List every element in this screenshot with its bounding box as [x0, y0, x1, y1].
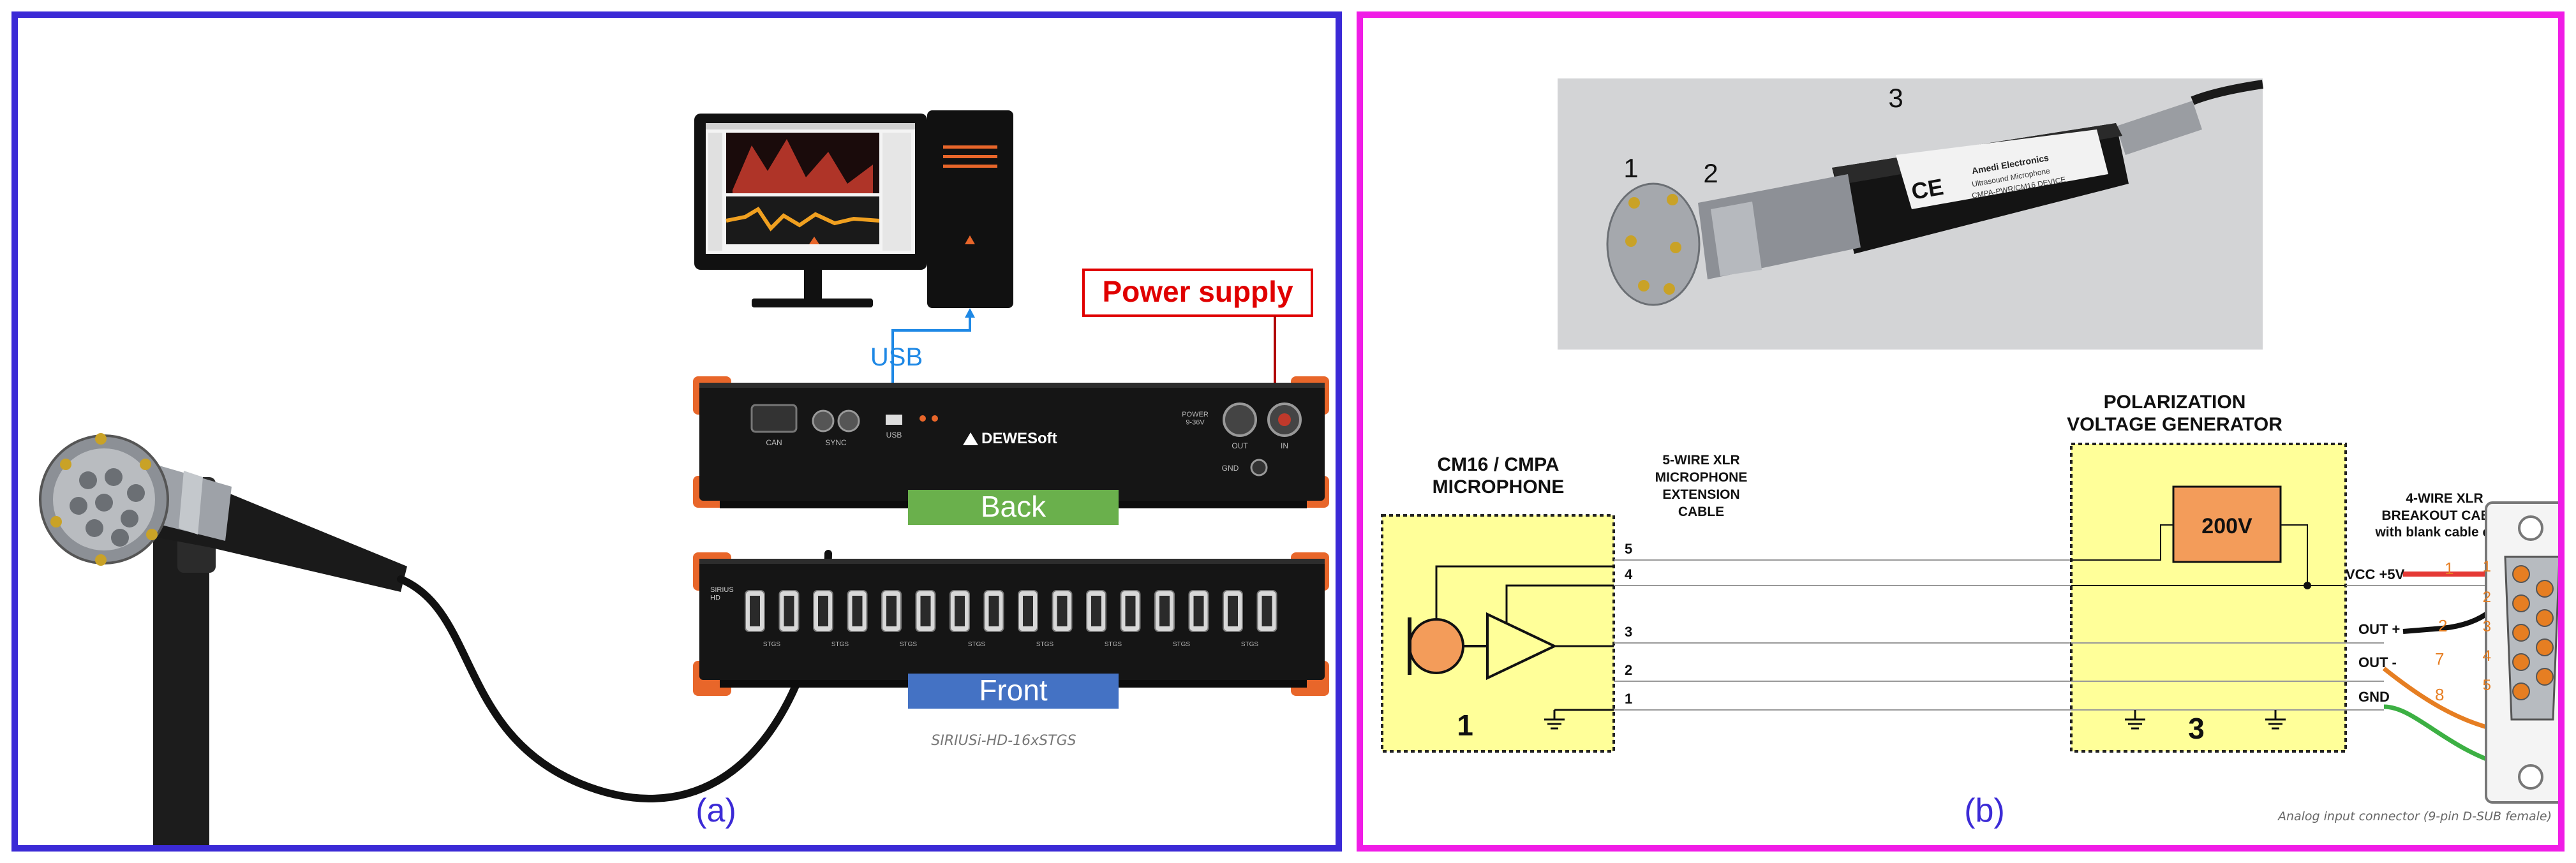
- front-channel-socket: [955, 596, 965, 626]
- signal-outp-name: OUT +: [2358, 621, 2400, 637]
- daq-front-panel: STGS STGS STGS STGS STGS STGS STGS STGS: [693, 552, 1329, 696]
- wire-number-1: 1: [1625, 691, 1632, 707]
- front-channel-label: STGS: [900, 641, 918, 648]
- front-channel-socket: [818, 596, 828, 626]
- dsub-connector: [2485, 501, 2576, 804]
- device-brand: DEWESoft: [981, 430, 1057, 447]
- signal-outn-pin: 7: [2435, 649, 2444, 668]
- front-label: Front: [979, 674, 1048, 707]
- signal-gnd-name: GND: [2358, 689, 2390, 705]
- front-channel-socket: [1193, 596, 1204, 626]
- signal-outp-pin: 2: [2438, 616, 2447, 635]
- generator-voltage: 200V: [2201, 514, 2252, 538]
- front-channel-label: STGS: [968, 641, 986, 648]
- microphone-block: [1381, 514, 1615, 753]
- breakout-cable-line3: with blank cable ends: [2374, 525, 2513, 540]
- extension-wires: [1614, 559, 2071, 711]
- signal-vcc-pin: 1: [2445, 559, 2453, 578]
- back-port-can: CAN: [766, 438, 782, 447]
- front-label-box: [908, 674, 1119, 709]
- microphone-illustration: [39, 433, 407, 592]
- front-channel-socket: [750, 596, 760, 626]
- back-label-box: [908, 490, 1119, 525]
- panel-b-label: (b): [1964, 792, 2005, 829]
- front-channel-socket: [784, 596, 794, 626]
- panel-b: 1 2 3 CE Amedi Electronics Ultrasound Mi…: [1357, 11, 2576, 852]
- wire-number-3: 3: [1625, 624, 1632, 640]
- wire-number-5: 5: [1625, 541, 1632, 557]
- signal-vcc-name: VCC +5V: [2346, 566, 2405, 582]
- front-channel-socket: [1057, 596, 1068, 626]
- front-channel-label: STGS: [763, 641, 781, 648]
- generator-number: 3: [2188, 712, 2205, 745]
- generator-block: [2070, 443, 2347, 753]
- dsub-pin-1: 1: [2483, 558, 2491, 575]
- microphone-title-line1: CM16 / CMPA: [1437, 454, 1559, 475]
- signal-outn-name: OUT -: [2358, 654, 2397, 670]
- back-port-sync: SYNC: [825, 438, 847, 447]
- front-channel-socket: [1091, 596, 1101, 626]
- front-channel-socket: [1228, 596, 1238, 626]
- front-channel-socket: [1262, 596, 1272, 626]
- power-supply-label: Power supply: [1102, 275, 1293, 308]
- dsub-pin-4: 4: [2483, 647, 2491, 665]
- photo-label-2: 2: [1703, 158, 1718, 188]
- dsub-pin-2: 2: [2483, 589, 2491, 606]
- front-channel-socket: [1159, 596, 1170, 626]
- extension-cable-line1: 5-WIRE XLR: [1662, 453, 1739, 468]
- front-channel-socket: [886, 596, 897, 626]
- front-channel-label: STGS: [1036, 641, 1054, 648]
- front-channel-label: STGS: [1105, 641, 1122, 648]
- microphone-number: 1: [1457, 709, 1473, 742]
- pc-tower-illustration: [927, 110, 1013, 308]
- front-channel-socket: [1023, 596, 1033, 626]
- extension-cable-line4: CABLE: [1678, 505, 1724, 519]
- panel-b-illustration: 1 2 3 CE Amedi Electronics Ultrasound Mi…: [1381, 78, 2576, 829]
- back-port-out: OUT: [1232, 441, 1248, 450]
- dsub-pin-3: 3: [2483, 618, 2491, 635]
- front-channel-socket: [1125, 596, 1136, 626]
- product-photo: [1558, 78, 2264, 350]
- ground-symbol-mic: [1544, 709, 1614, 730]
- breakout-cable-line1: 4-WIRE XLR: [2406, 491, 2483, 506]
- connector-caption: Analog input connector (9-pin D-SUB fema…: [2277, 809, 2552, 823]
- front-channel-label: STGS: [831, 641, 849, 648]
- model-caption: SIRIUSi-HD-16xSTGS: [931, 733, 1076, 749]
- back-port-in: IN: [1281, 441, 1288, 450]
- breakout-cable-line2: BREAKOUT CABLE: [2381, 508, 2507, 523]
- extension-cable-line3: EXTENSION: [1662, 487, 1739, 502]
- photo-label-1: 1: [1623, 153, 1638, 183]
- back-port-gnd: GND: [1222, 464, 1239, 473]
- dsub-pin-5: 5: [2483, 677, 2491, 694]
- back-port-usb: USB: [886, 431, 902, 439]
- front-channel-socket: [988, 596, 999, 626]
- wire-number-4: 4: [1625, 566, 1633, 582]
- front-channel-label: STGS: [1173, 641, 1191, 648]
- power-supply-callout: [1082, 269, 1313, 401]
- extension-cable-line2: MICROPHONE: [1655, 470, 1748, 485]
- ground-symbol-generator: [2125, 710, 2286, 730]
- signal-gnd-pin: 8: [2435, 685, 2444, 704]
- generator-title-line1: POLARIZATION: [2104, 392, 2246, 413]
- panel-a-label: (a): [696, 792, 736, 829]
- generator-title-line2: VOLTAGE GENERATOR: [2067, 414, 2282, 435]
- panel-a: USB Power supply CAN SYNC USB DEWESoft P…: [11, 11, 1342, 852]
- front-channel-label: STGS: [1241, 641, 1259, 648]
- front-channel-socket: [852, 596, 863, 626]
- wire-number-2: 2: [1625, 662, 1632, 678]
- front-channel-socket: [920, 596, 931, 626]
- microphone-title-line2: MICROPHONE: [1433, 476, 1565, 498]
- panel-a-illustration: USB Power supply CAN SYNC USB DEWESoft P…: [39, 110, 1329, 845]
- back-label: Back: [981, 490, 1046, 523]
- photo-device-ce: CE: [1909, 173, 1945, 205]
- monitor-illustration: [694, 114, 927, 307]
- photo-label-3: 3: [1888, 83, 1903, 113]
- usb-label: USB: [870, 343, 923, 371]
